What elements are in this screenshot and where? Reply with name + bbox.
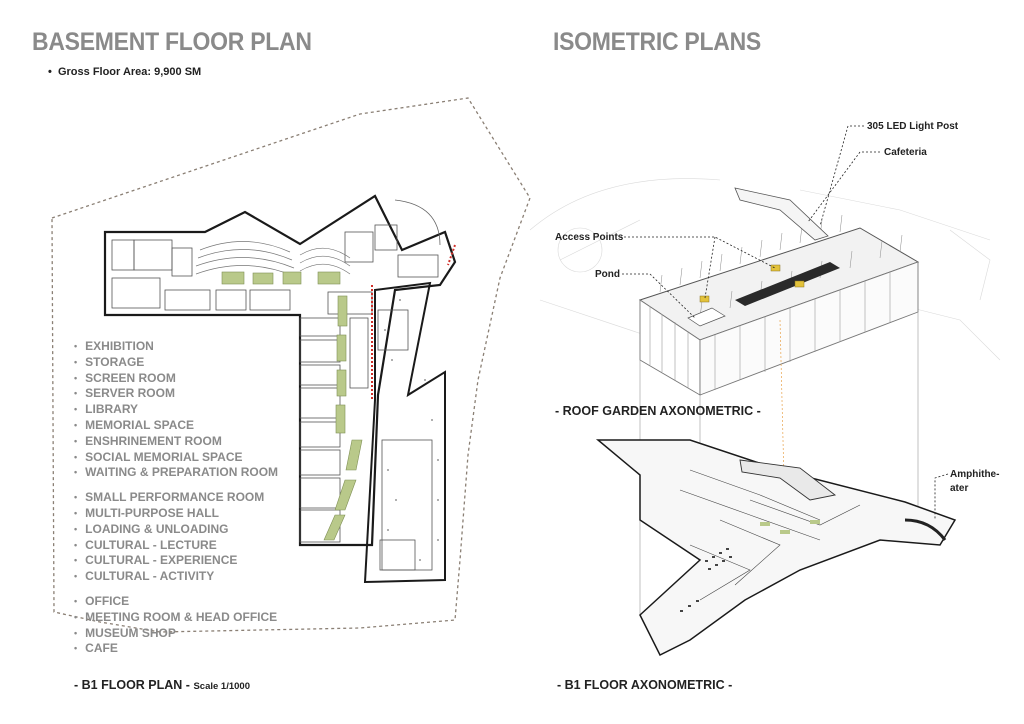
callout-pond: Pond [595, 269, 620, 280]
pond [687, 307, 726, 327]
plan-trees [384, 299, 439, 561]
leader-cafeteria [807, 151, 880, 223]
plan-green-areas [221, 271, 363, 541]
callout-led-light-post: 305 LED Light Post [867, 121, 959, 132]
page-title-isometric-plans: ISOMETRIC PLANS [553, 28, 761, 56]
callout-leaders [620, 125, 949, 520]
roof-posts [649, 272, 891, 390]
cafeteria-wing [734, 187, 829, 241]
projection-line-orange [779, 319, 786, 521]
b1-axo-furniture [680, 548, 732, 612]
legend-group-3: OFFICE MEETING ROOM & HEAD OFFICE MUSEUM… [74, 594, 278, 657]
legend-group-2: SMALL PERFORMANCE ROOM MULTI-PURPOSE HAL… [74, 490, 278, 585]
plan-circulation-path [371, 244, 456, 400]
legend-item: OFFICE [74, 594, 278, 610]
legend-item: MUSEUM SHOP [74, 626, 278, 642]
page-title-basement-floor-plan: BASEMENT FLOOR PLAN [32, 28, 312, 56]
b1-floor-axonometric [595, 439, 957, 657]
legend: EXHIBITION STORAGE SCREEN ROOM SERVER RO… [74, 339, 278, 666]
plan-amphitheater-arc [394, 199, 441, 246]
roof-central-slot [735, 262, 840, 306]
callout-amphitheater-line2: ater [950, 483, 969, 494]
legend-item: SMALL PERFORMANCE ROOM [74, 490, 278, 506]
plan-corridor-wedge [363, 281, 446, 584]
b1-axo-amphitheater-ring [904, 518, 947, 541]
legend-item: MULTI-PURPOSE HALL [74, 506, 278, 522]
leader-led [819, 125, 864, 227]
legend-item: SERVER ROOM [74, 386, 278, 402]
legend-item: STORAGE [74, 355, 278, 371]
caption-scale: Scale 1/1000 [193, 681, 250, 692]
legend-item: CAFE [74, 641, 278, 657]
legend-item: LIBRARY [74, 402, 278, 418]
legend-item: CULTURAL - ACTIVITY [74, 569, 278, 585]
legend-item: CULTURAL - LECTURE [74, 538, 278, 554]
legend-item: MEMORIAL SPACE [74, 418, 278, 434]
b1-axo-slab [595, 439, 957, 657]
legend-group-1: EXHIBITION STORAGE SCREEN ROOM SERVER RO… [74, 339, 278, 481]
legend-item: SCREEN ROOM [74, 371, 278, 387]
plan-seating [195, 241, 351, 277]
legend-item: CULTURAL - EXPERIENCE [74, 553, 278, 569]
legend-item: EXHIBITION [74, 339, 278, 355]
callout-cafeteria: Cafeteria [884, 147, 927, 158]
legend-item: ENSHRINEMENT ROOM [74, 434, 278, 450]
b1-axo-rooms [679, 469, 861, 601]
callout-amphitheater: Amphithe- ater [950, 468, 999, 496]
leader-amph [934, 473, 949, 520]
access-point-markers [699, 264, 805, 303]
plan-outer-wall [103, 194, 457, 547]
basement-floor-plan [103, 194, 457, 584]
legend-item: MEETING ROOM & HEAD OFFICE [74, 610, 278, 626]
b1-axo-amphitheater [739, 459, 837, 501]
caption-b1-floor-plan-text: - B1 FLOOR PLAN - [74, 678, 190, 692]
gross-floor-area: • Gross Floor Area: 9,900 SM [48, 66, 202, 78]
legend-item: SOCIAL MEMORIAL SPACE [74, 450, 278, 466]
callout-access-points: Access Points [555, 232, 624, 243]
caption-roof-garden-axonometric: - ROOF GARDEN AXONOMETRIC - [555, 404, 761, 418]
leader-pond [622, 273, 696, 319]
legend-item: LOADING & UNLOADING [74, 522, 278, 538]
leader-access [620, 236, 776, 269]
callout-amphitheater-line1: Amphithe- [950, 469, 1000, 480]
legend-item: WAITING & PREPARATION ROOM [74, 465, 278, 481]
b1-axo-green [760, 520, 820, 534]
caption-b1-floor-axonometric: - B1 FLOOR AXONOMETRIC - [557, 678, 733, 692]
roof-garden-axonometric [529, 178, 1001, 615]
caption-b1-floor-plan: - B1 FLOOR PLAN - Scale 1/1000 [74, 678, 250, 692]
gross-floor-area-text: Gross Floor Area: 9,900 SM [57, 66, 202, 78]
